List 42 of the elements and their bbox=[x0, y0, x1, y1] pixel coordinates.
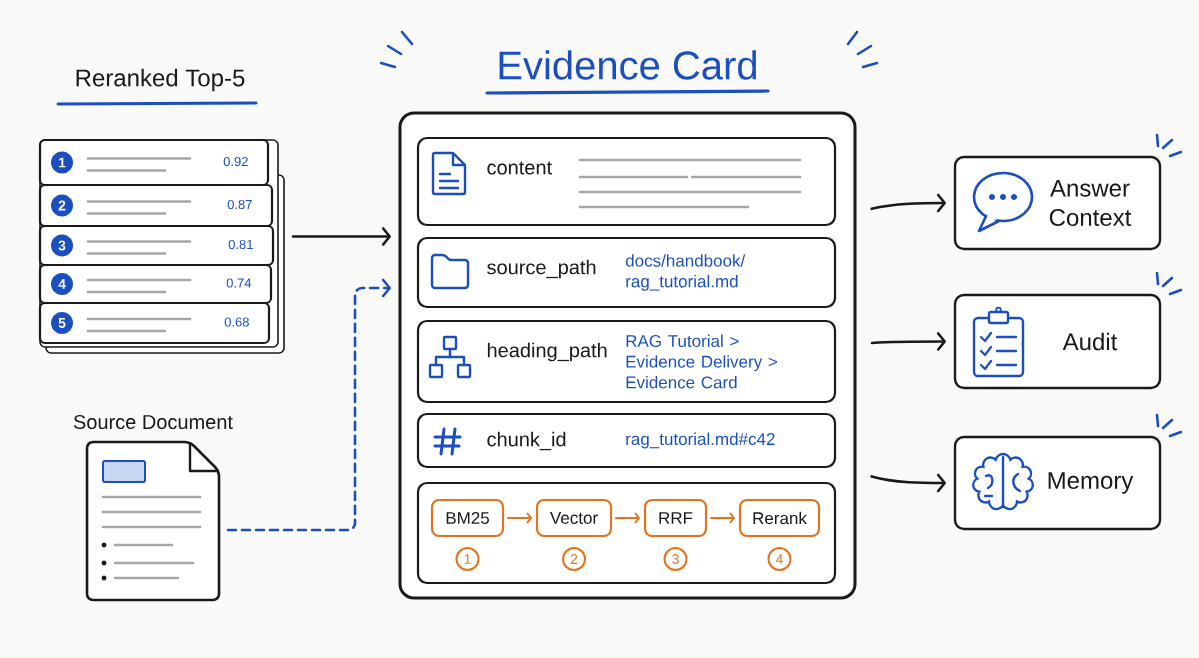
node-label: 1 bbox=[59, 157, 66, 168]
node-label: 0.87 bbox=[227, 199, 252, 210]
node-label: 0.81 bbox=[228, 239, 253, 250]
node-label: rag_tutorial.md#c42 bbox=[626, 432, 775, 449]
step-box: Rerank bbox=[738, 498, 821, 538]
result-card: 2 0.87 bbox=[38, 183, 274, 228]
section-heading: Reranked Top-5 bbox=[56, 68, 258, 106]
node-label: chunk_id bbox=[487, 431, 566, 451]
step-number: 2 bbox=[562, 547, 586, 571]
output-box: Memory bbox=[953, 435, 1162, 531]
arrow bbox=[226, 278, 391, 532]
result-card: 4 0.74 bbox=[38, 263, 273, 305]
field-row: content bbox=[416, 136, 837, 227]
result-card: 5 0.68 bbox=[38, 301, 271, 345]
node-label: 2 bbox=[58, 200, 66, 211]
step-number: 4 bbox=[767, 547, 792, 571]
arrow bbox=[291, 227, 391, 246]
arrow bbox=[870, 193, 946, 213]
arrow bbox=[870, 332, 946, 351]
node-label: 0.92 bbox=[223, 156, 248, 167]
arrow bbox=[710, 512, 735, 524]
arrow bbox=[870, 473, 946, 493]
card-title: Evidence Card bbox=[485, 50, 770, 95]
step-number: 3 bbox=[663, 547, 688, 571]
step-box: BM25 bbox=[430, 498, 505, 538]
field-row: source_path docs/handbook/ rag_tutorial.md bbox=[416, 236, 837, 309]
node-label: 4 bbox=[58, 279, 66, 289]
arrow bbox=[615, 512, 640, 524]
section-heading: Source Document bbox=[73, 414, 233, 430]
step-box: Vector bbox=[535, 498, 613, 538]
arrow bbox=[507, 512, 532, 524]
node-label: 0.68 bbox=[224, 317, 249, 327]
step-box: RRF bbox=[643, 498, 708, 538]
node-label: 3 bbox=[58, 240, 66, 251]
step-number: 1 bbox=[455, 547, 480, 571]
field-row: heading_path RAG Tutorial > Evidence Delivery > Evidence Card bbox=[416, 319, 837, 404]
node-label: 0.74 bbox=[226, 278, 252, 288]
output-box: Answer Context bbox=[953, 155, 1162, 251]
result-card: 1 0.92 bbox=[38, 138, 270, 187]
field-row: chunk_id rag_tutorial.md#c42 bbox=[416, 412, 837, 469]
node-label: 5 bbox=[58, 318, 66, 328]
output-box: Audit bbox=[953, 293, 1162, 390]
